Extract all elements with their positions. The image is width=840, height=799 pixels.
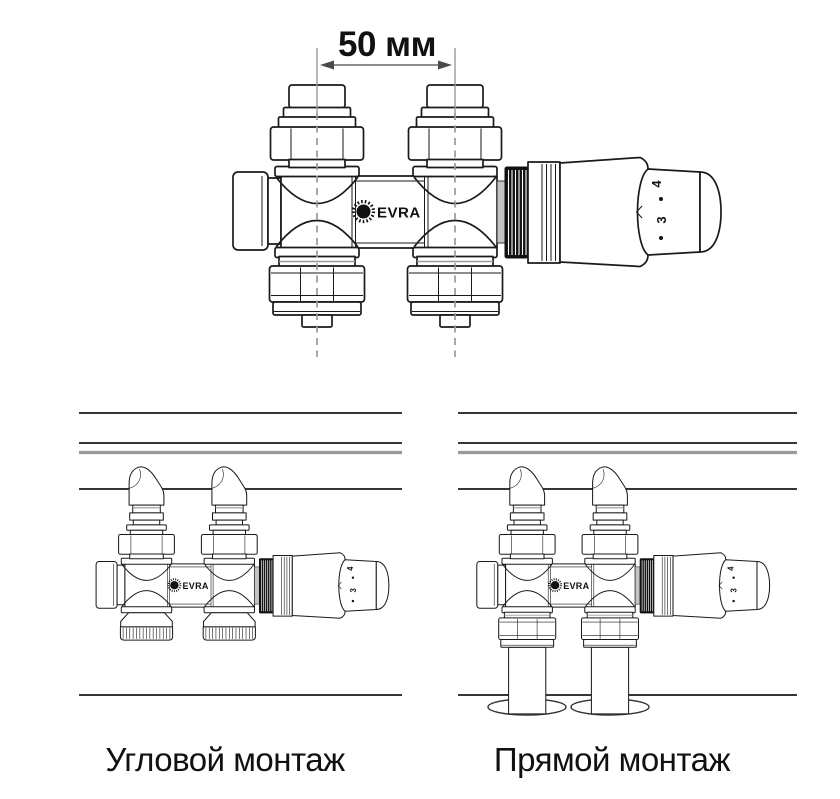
straight-mounting-diagram	[458, 412, 797, 716]
caption-straight-mounting: Прямой монтаж	[494, 741, 731, 778]
top-assembly-diagram: 50 мм	[231, 25, 723, 357]
radiator-lines-left	[79, 412, 402, 696]
dimension-annotation: 50 мм	[320, 25, 452, 70]
dimension-arrowhead-right	[438, 60, 452, 70]
dimension-label: 50 мм	[338, 25, 436, 64]
centerlines	[316, 48, 456, 357]
caption-angle-mounting: Угловой монтаж	[105, 741, 345, 778]
dimension-arrowhead-left	[320, 60, 334, 70]
angle-mounting-diagram	[79, 412, 402, 696]
